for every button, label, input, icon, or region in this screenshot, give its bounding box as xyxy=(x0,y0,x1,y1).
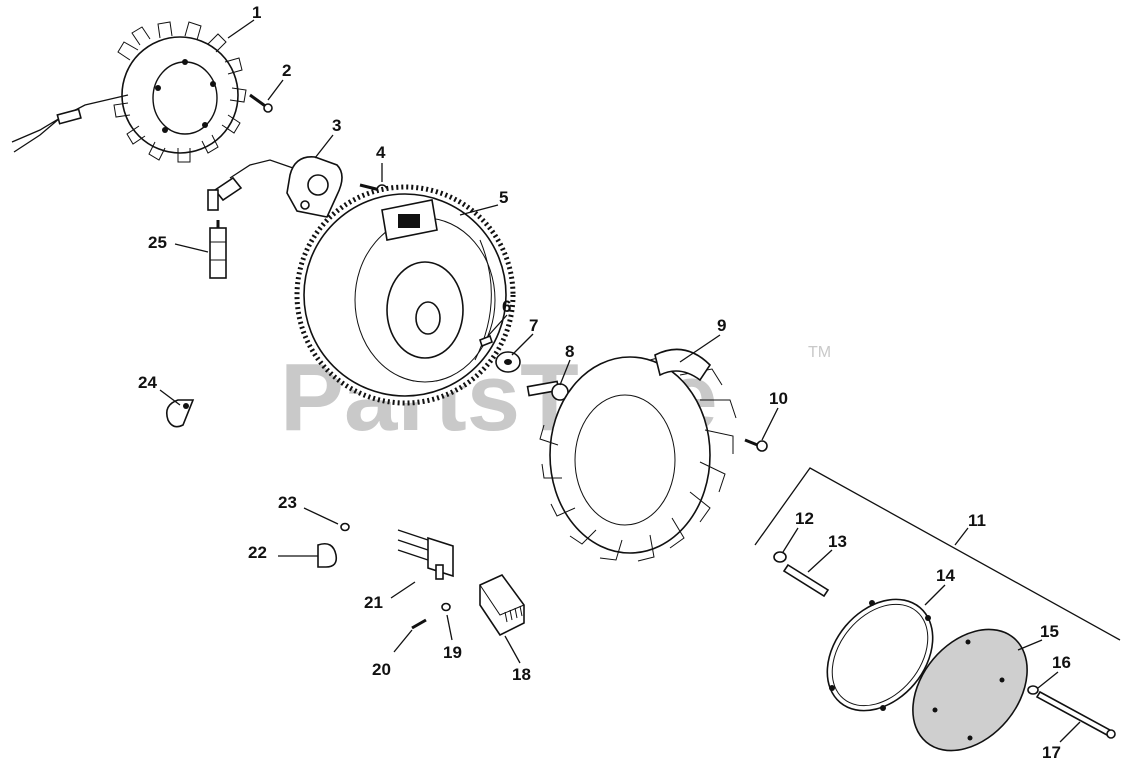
fan-part[interactable] xyxy=(539,348,737,562)
callout-10[interactable]: 10 xyxy=(769,389,788,408)
harness-connector-part-21[interactable] xyxy=(397,529,454,580)
callout-labels: 1 2 3 4 5 6 7 8 9 10 11 12 13 14 15 16 1… xyxy=(138,3,1071,762)
stator-part[interactable] xyxy=(11,21,247,163)
gasket-part-14[interactable] xyxy=(806,579,955,732)
screw-part-2[interactable] xyxy=(249,93,273,113)
callout-12[interactable]: 12 xyxy=(795,509,814,528)
callout-17[interactable]: 17 xyxy=(1042,743,1061,762)
nut-part-23[interactable] xyxy=(340,522,350,532)
callout-7[interactable]: 7 xyxy=(529,316,538,335)
screw-part-10[interactable] xyxy=(744,438,768,452)
callout-13[interactable]: 13 xyxy=(828,532,847,551)
callout-24[interactable]: 24 xyxy=(138,373,157,392)
watermark-trademark: TM xyxy=(808,344,831,361)
screw-part-20[interactable] xyxy=(411,618,427,630)
spark-plug-part-25[interactable] xyxy=(209,220,227,279)
kit-bracket-11 xyxy=(754,467,1121,641)
regulator-part-18[interactable] xyxy=(479,574,525,637)
callout-6[interactable]: 6 xyxy=(502,297,511,316)
callout-8[interactable]: 8 xyxy=(565,342,574,361)
callout-3[interactable]: 3 xyxy=(332,116,341,135)
bolt-part-17[interactable] xyxy=(1035,690,1116,739)
key-part-6[interactable] xyxy=(479,334,493,348)
ignition-module-part[interactable] xyxy=(207,156,343,218)
callout-22[interactable]: 22 xyxy=(248,543,267,562)
callout-16[interactable]: 16 xyxy=(1052,653,1071,672)
callout-25[interactable]: 25 xyxy=(148,233,167,252)
flywheel-part[interactable] xyxy=(294,184,516,406)
washer-part-7[interactable] xyxy=(495,351,521,373)
callout-9[interactable]: 9 xyxy=(717,316,726,335)
callout-18[interactable]: 18 xyxy=(512,665,531,684)
washer-part-19[interactable] xyxy=(441,602,451,612)
callout-1[interactable]: 1 xyxy=(252,3,261,22)
callout-19[interactable]: 19 xyxy=(443,643,462,662)
callout-14[interactable]: 14 xyxy=(936,566,955,585)
callout-15[interactable]: 15 xyxy=(1040,622,1059,641)
callout-4[interactable]: 4 xyxy=(376,143,386,162)
screen-part-15[interactable] xyxy=(890,607,1051,772)
bolt-part-8[interactable] xyxy=(526,380,569,401)
leader-lines xyxy=(159,19,1081,743)
callout-2[interactable]: 2 xyxy=(282,61,291,80)
callout-20[interactable]: 20 xyxy=(372,660,391,679)
callout-11[interactable]: 11 xyxy=(968,511,986,530)
clamp-part-24[interactable] xyxy=(165,399,195,428)
washer-part-12[interactable] xyxy=(773,551,787,563)
pin-part-13[interactable] xyxy=(782,563,830,598)
callout-23[interactable]: 23 xyxy=(278,493,297,512)
washer-part-16[interactable] xyxy=(1027,685,1039,695)
callout-5[interactable]: 5 xyxy=(499,188,508,207)
callout-21[interactable]: 21 xyxy=(364,593,383,612)
clamp-part-22[interactable] xyxy=(317,542,338,568)
